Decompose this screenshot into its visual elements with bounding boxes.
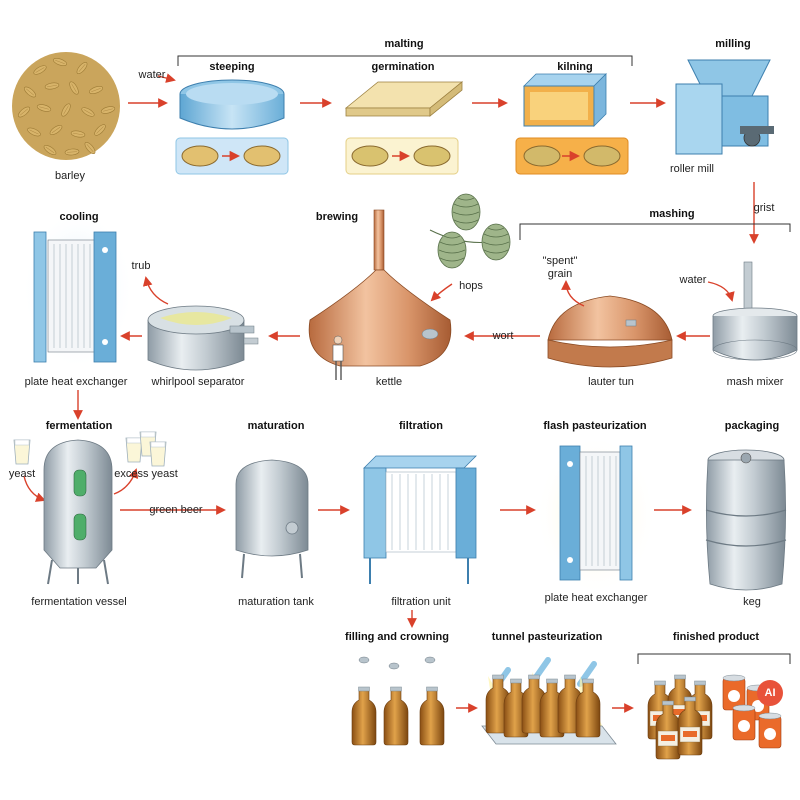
plate-heat-exchanger-icon [33,231,117,363]
label-grist: grist [753,202,775,214]
header-fermentation: fermentation [45,420,113,432]
header-kilning: kilning [557,61,593,73]
label-lauter-tun: lauter tun [588,376,634,388]
mash-mixer-icon [712,261,798,361]
label-plate-heat-exchanger-2: plate heat exchanger [544,592,648,604]
label-hops: hops [459,280,483,292]
keg-icon [705,449,787,591]
filtration-unit-icon [363,455,477,584]
arrow-hops-to-kettle [430,283,453,302]
whirlpool-separator-icon [147,305,259,371]
steeping-tank-icon [179,79,285,130]
arrow-yeast-in [23,475,46,502]
roller-mill-icon [675,59,774,155]
label-fermentation-vessel: fermentation vessel [31,596,127,608]
beer-bottle-icon [647,674,713,760]
malting-bracket [177,55,633,66]
label-mash-mixer: mash mixer [726,376,784,388]
label-whirlpool-separator: whirlpool separator [151,376,245,388]
header-filling-and-crowning: filling and crowning [345,631,449,643]
header-germination: germination [371,61,435,73]
barley-grain-pile-icon [12,52,120,160]
mashing-bracket [519,223,791,240]
arrow-excess-yeast-out [113,468,139,495]
header-steeping: steeping [209,61,255,73]
label-keg: keg [743,596,761,608]
header-brewing: brewing [315,211,359,223]
label-roller-mill: roller mill [670,163,714,175]
label-trub: trub [131,260,151,272]
label-kettle: kettle [375,376,403,388]
filling-bottles-icon [351,656,445,746]
yeast-glass-icon [13,439,31,465]
header-filtration: filtration [399,420,443,432]
fermentation-vessel-icon [43,439,113,585]
header-maturation: maturation [247,420,305,432]
label-wort: wort [492,330,514,342]
arrow-trub [142,276,169,305]
hops-icon [429,193,511,269]
ai-badge-icon: AI [757,680,783,706]
header-tunnel-pasteurization: tunnel pasteurization [491,631,603,643]
kiln-icon [523,73,607,127]
arrow-water-into-steeping [157,73,176,83]
label-water-mash: water [679,274,707,286]
header-packaging: packaging [724,420,780,432]
kettle-icon [308,209,452,367]
finished-product-bracket [637,653,791,664]
header-finished-product: finished product [672,631,760,643]
label-green-beer: green beer [149,504,203,516]
arrow-water-into-mash-mixer [707,281,735,302]
label-spent-grain: "spent" grain [542,255,578,280]
excess-yeast-glasses-icon [125,431,167,467]
maturation-tank-icon [235,459,309,579]
brewer-figure-icon [332,335,344,380]
tunnel-pasteurization-icon [481,657,617,745]
lauter-tun-icon [547,295,673,368]
label-barley: barley [55,170,85,182]
germination-tray-icon [344,81,464,117]
label-excess-yeast: excess yeast [114,468,178,480]
label-maturation-tank: maturation tank [238,596,314,608]
arrow-spent-grain [561,280,585,307]
plate-heat-exchanger-2-icon [559,445,633,581]
label-plate-heat-exchanger-1: plate heat exchanger [24,376,128,388]
header-mashing: mashing [649,208,695,220]
label-water-steeping: water [138,69,166,81]
label-filtration-unit: filtration unit [391,596,451,608]
header-milling: milling [715,38,751,50]
label-yeast: yeast [8,468,36,480]
header-cooling: cooling [59,211,99,223]
header-malting: malting [384,38,424,50]
header-flash-pasteurization: flash pasteurization [543,420,647,432]
